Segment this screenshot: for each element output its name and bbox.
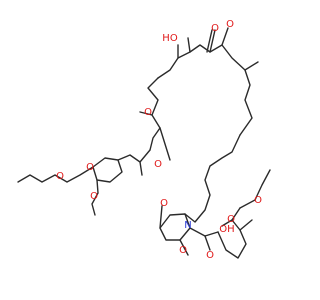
- structure-svg: O O O O O O O O O O O O N HO OH: [17, 19, 271, 261]
- atom-o-ring: O: [227, 214, 235, 225]
- molecule-diagram: O O O O O O O O O O O O N HO OH: [17, 19, 271, 261]
- atom-o-ether: O: [86, 162, 94, 173]
- bonds: [17, 27, 271, 259]
- atom-o-diketone: O: [206, 250, 214, 261]
- atom-labels: O O O O O O O O O O O O N HO OH: [56, 19, 262, 261]
- atom-ho-top: HO: [162, 33, 178, 44]
- atom-o-right-methoxy: O: [254, 195, 262, 206]
- atom-o-chain: O: [56, 171, 64, 182]
- atom-o-top-methoxy: O: [226, 19, 234, 30]
- atom-oh-bottom: OH: [219, 224, 234, 235]
- atom-o-lactone: O: [160, 198, 168, 209]
- atom-o-amide: O: [179, 245, 187, 256]
- atom-o-ester: O: [154, 159, 162, 170]
- atom-o-top-ketone: O: [211, 23, 219, 34]
- atom-o-methoxy-ring: O: [90, 191, 98, 202]
- atom-o-ketone: O: [144, 107, 152, 118]
- atom-n-piperidine: N: [184, 220, 191, 231]
